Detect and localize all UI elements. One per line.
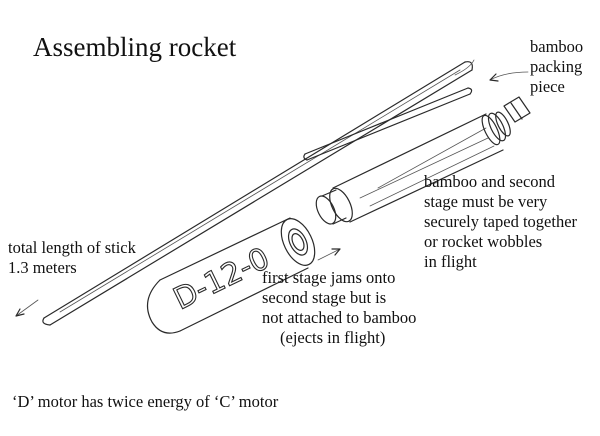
- motor-marking: D-12-0: [168, 241, 275, 317]
- bamboo-stick: [42, 59, 475, 326]
- insertion-arrow: [317, 248, 341, 261]
- footer-note: ‘D’ motor has twice energy of ‘C’ motor: [12, 392, 279, 411]
- coupling-segment: [315, 189, 347, 225]
- stick-length-arrow: [15, 299, 39, 317]
- taping-note: bamboo and second stage must be very sec…: [424, 172, 578, 271]
- bamboo-packing-piece: [503, 96, 531, 123]
- diagram-title: Assembling rocket: [33, 32, 237, 62]
- first-stage-note: first stage jams onto second stage but i…: [262, 268, 417, 347]
- packing-piece-label: bamboo packing piece: [530, 37, 584, 96]
- stick-length-label: total length of stick 1.3 meters: [8, 238, 136, 277]
- second-stage-tube: [329, 111, 511, 223]
- packing-arrow: [489, 71, 529, 82]
- bamboo-strip-short: [303, 87, 473, 161]
